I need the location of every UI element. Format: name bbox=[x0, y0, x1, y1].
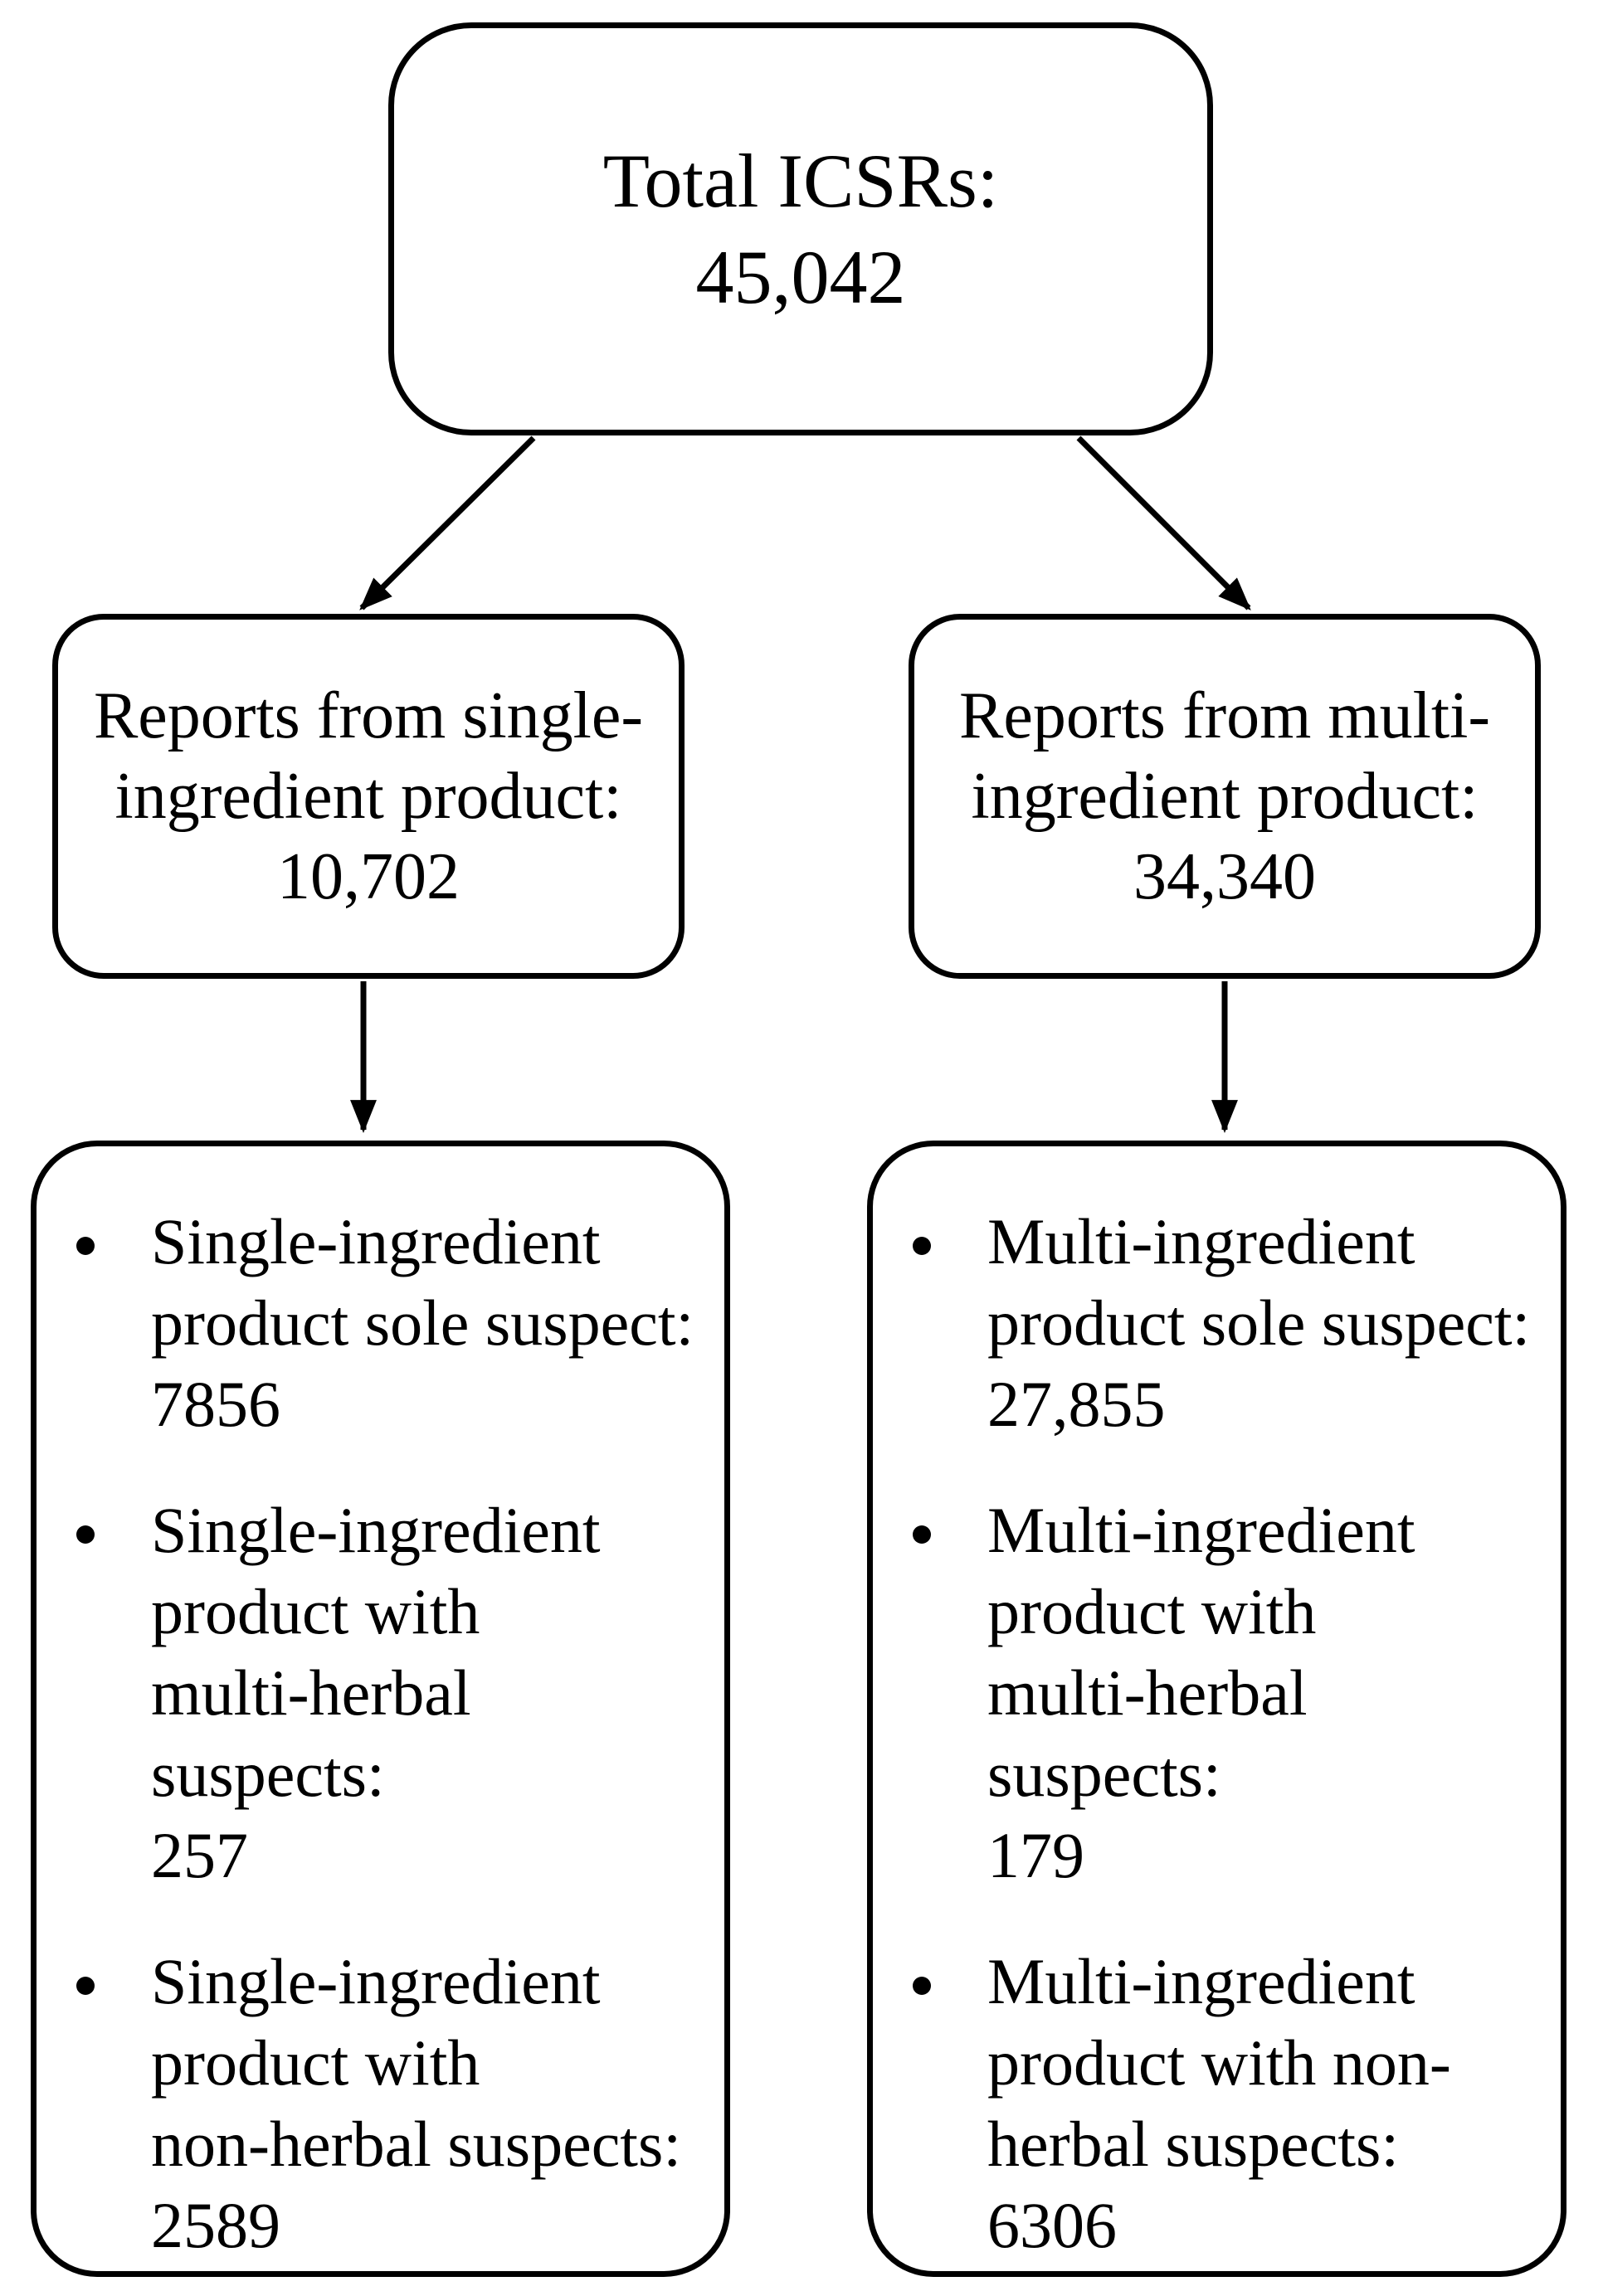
arrow-root-to-single bbox=[359, 435, 536, 610]
branch-multi-label: Reports from multi- ingredient product: … bbox=[959, 679, 1490, 913]
detail-multi-item-1: Multi-ingredient product sole suspect: 2… bbox=[987, 1205, 1531, 1440]
branch-multi-box: Reports from multi- ingredient product: … bbox=[909, 614, 1541, 979]
list-item: Multi-ingredient product with non- herba… bbox=[873, 1941, 1541, 2266]
root-box: Total ICSRs: 45,042 bbox=[388, 22, 1213, 435]
detail-single-item-3: Single-ingredient product with non-herba… bbox=[151, 1945, 682, 2261]
list-item: Single-ingredient product sole suspect: … bbox=[37, 1201, 704, 1445]
detail-single-box: Single-ingredient product sole suspect: … bbox=[31, 1141, 730, 2277]
branch-single-label: Reports from single- ingredient product:… bbox=[93, 679, 644, 913]
detail-single-item-2: Single-ingredient product with multi-her… bbox=[151, 1494, 601, 1891]
bullet-dot-icon bbox=[913, 1977, 931, 1995]
detail-multi-list: Multi-ingredient product sole suspect: 2… bbox=[873, 1146, 1561, 2266]
branch-single-box: Reports from single- ingredient product:… bbox=[52, 614, 685, 979]
bullet-dot-icon bbox=[76, 1525, 95, 1544]
detail-multi-item-3: Multi-ingredient product with non- herba… bbox=[987, 1945, 1451, 2261]
detail-single-list: Single-ingredient product sole suspect: … bbox=[37, 1146, 724, 2266]
list-item: Multi-ingredient product with multi-herb… bbox=[873, 1490, 1541, 1896]
bullet-dot-icon bbox=[913, 1525, 931, 1544]
root-label: Total ICSRs: 45,042 bbox=[602, 139, 999, 319]
bullet-dot-icon bbox=[913, 1237, 931, 1255]
arrow-root-to-multi bbox=[1076, 435, 1251, 610]
detail-multi-box: Multi-ingredient product sole suspect: 2… bbox=[867, 1141, 1566, 2277]
detail-multi-item-2: Multi-ingredient product with multi-herb… bbox=[987, 1494, 1415, 1891]
detail-single-item-1: Single-ingredient product sole suspect: … bbox=[151, 1205, 694, 1440]
list-item: Single-ingredient product with non-herba… bbox=[37, 1941, 704, 2266]
list-item: Multi-ingredient product sole suspect: 2… bbox=[873, 1201, 1541, 1445]
list-item: Single-ingredient product with multi-her… bbox=[37, 1490, 704, 1896]
bullet-dot-icon bbox=[76, 1237, 95, 1255]
bullet-dot-icon bbox=[76, 1977, 95, 1995]
